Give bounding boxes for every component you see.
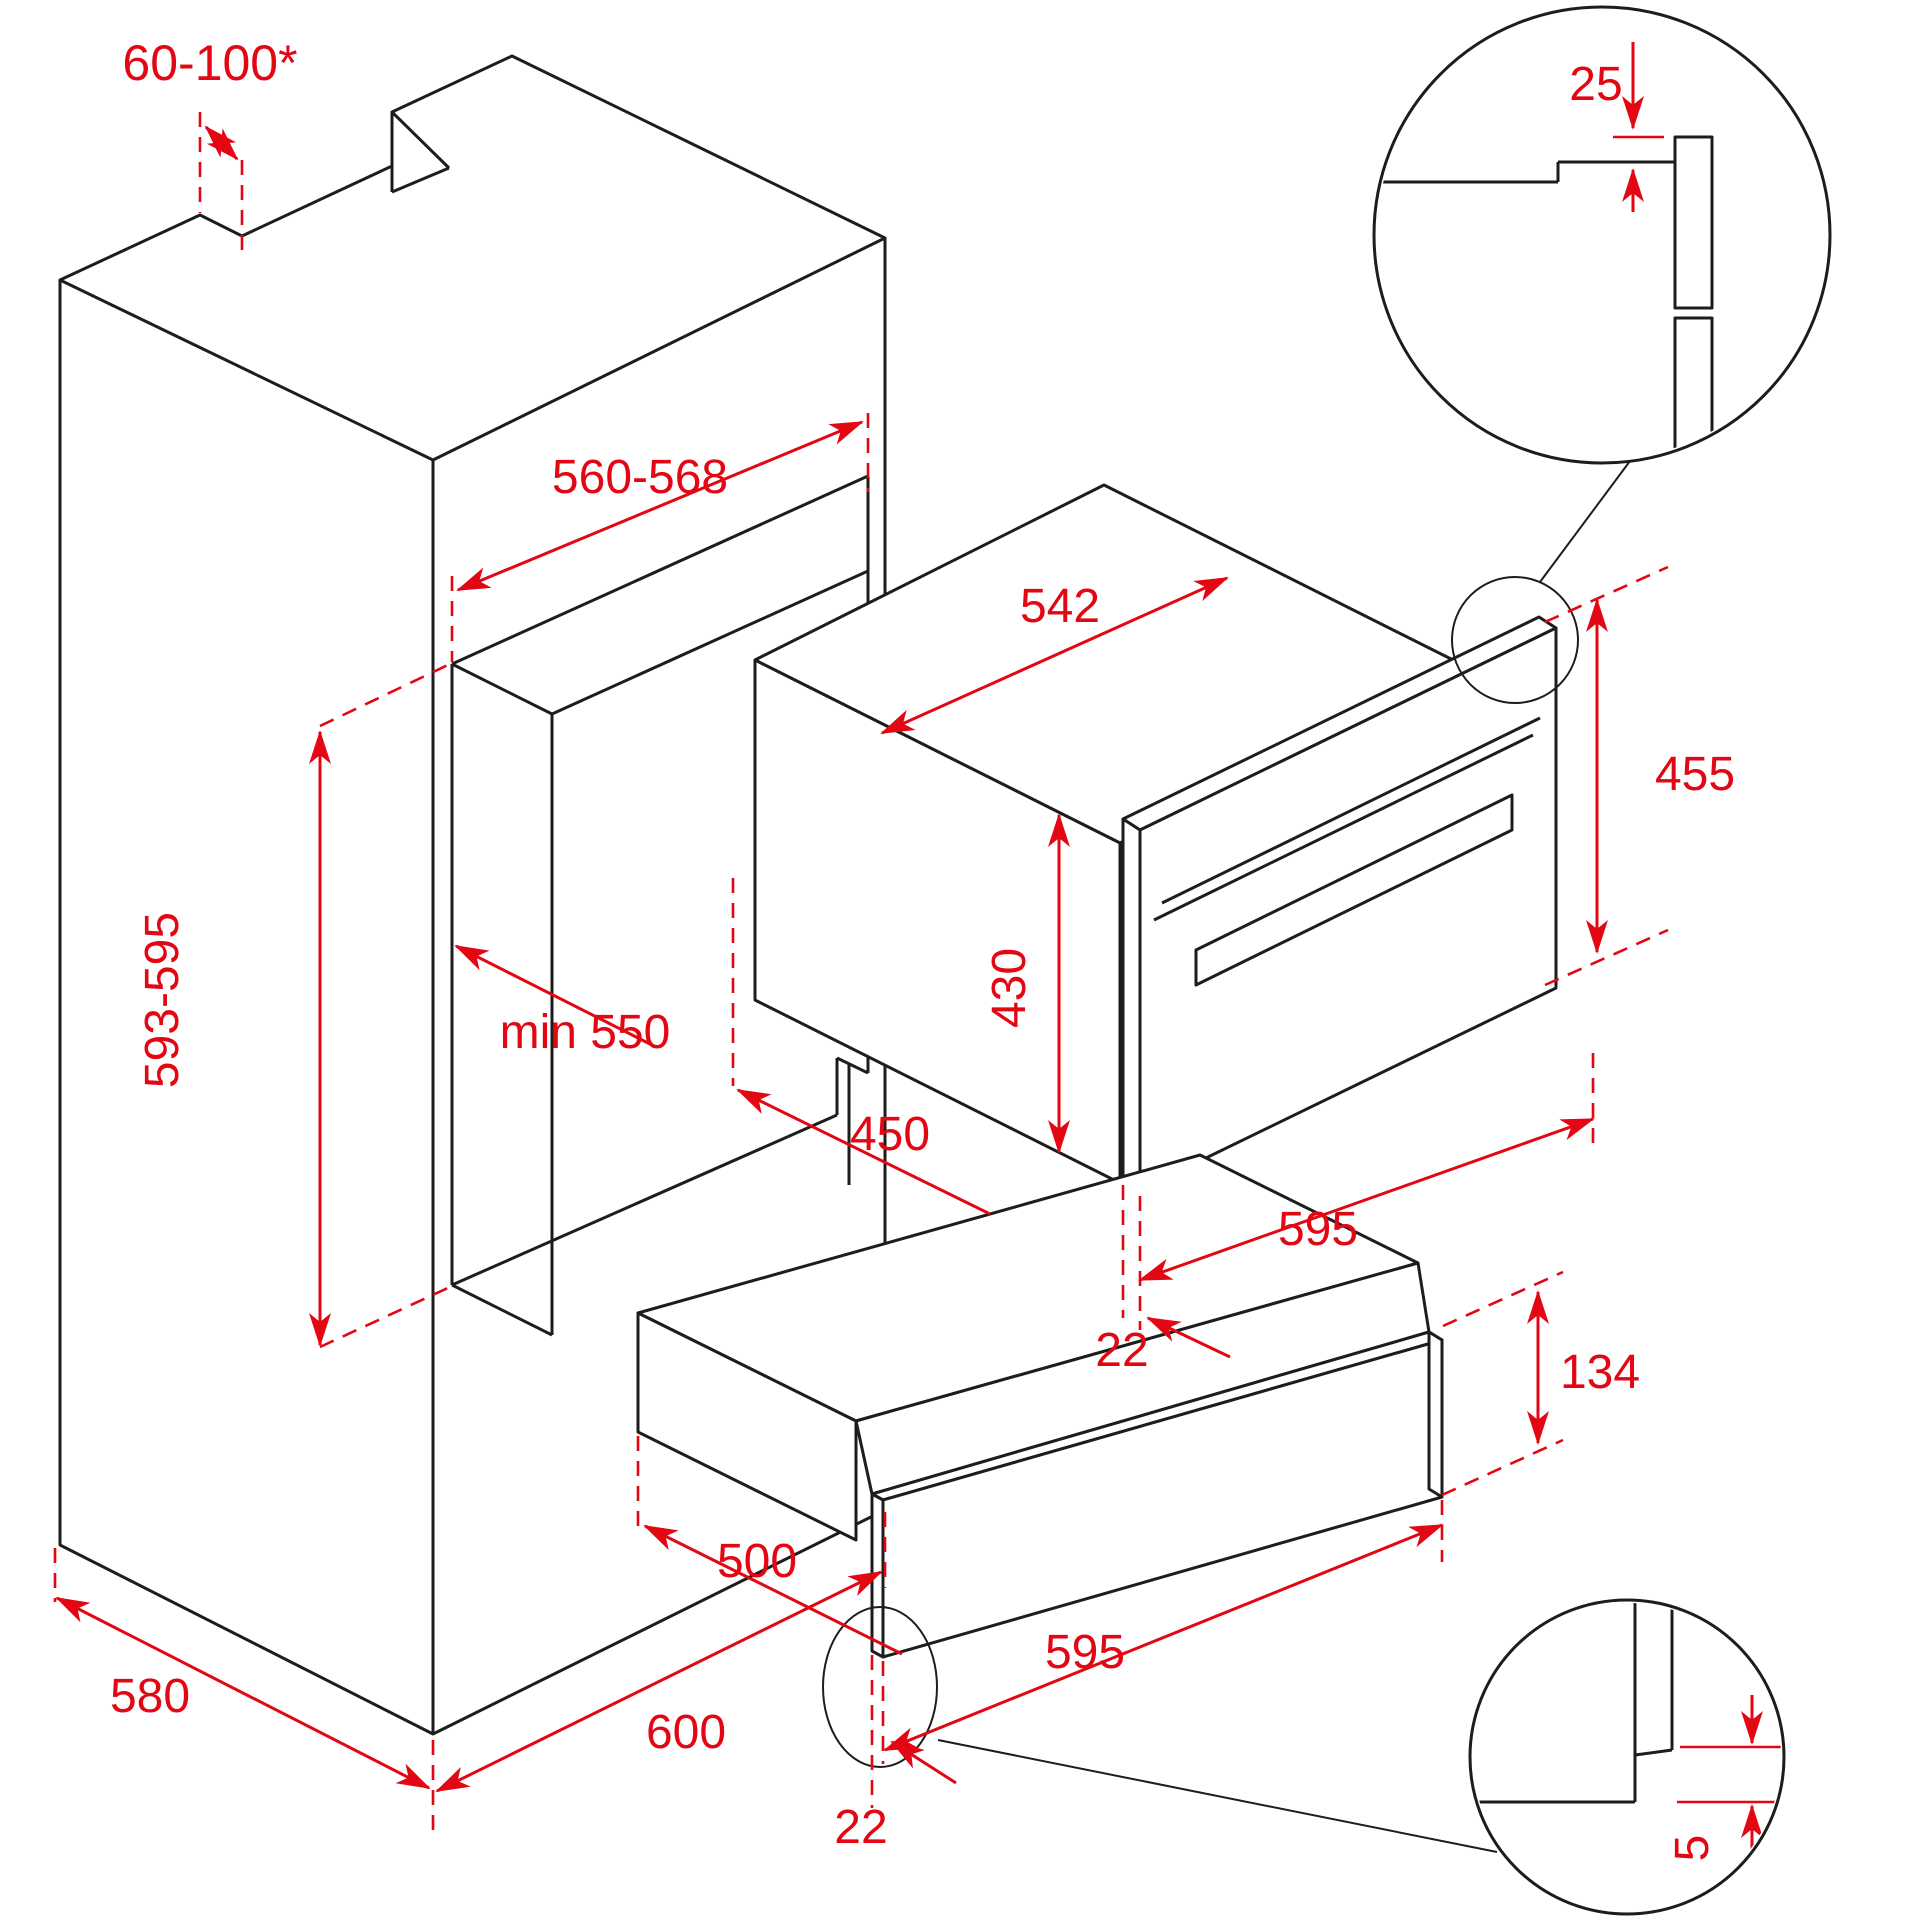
dim-niche-height-label: 593-595 — [136, 912, 189, 1088]
dim-oven-front-width: 595 — [1138, 1053, 1595, 1282]
dim-drawer-front-width-label: 595 — [1045, 1626, 1125, 1679]
detail-bottom-front-bottom — [1634, 1748, 1673, 1757]
dim-oven-body-height: 430 — [983, 813, 1070, 1154]
niche-shelf-front — [836, 1056, 869, 1075]
oven-handle-bar-bottom — [1153, 733, 1534, 922]
oven-handle-recess — [1194, 793, 1514, 987]
detail-circle-top-outline — [1372, 5, 1832, 465]
dim-drawer-front-thickness-label: 22 — [834, 1801, 887, 1854]
dim-drawer-depth-label: 500 — [717, 1535, 797, 1588]
dim-oven-body-width: 542 — [880, 576, 1229, 735]
vent-notch-edge-a — [390, 110, 451, 170]
dim-oven-body-width-label: 542 — [1020, 580, 1100, 633]
leader-to-top-detail — [1539, 460, 1631, 583]
dim-niche-depth: min 550 — [454, 944, 671, 1059]
dim-cabinet-depth-label: 580 — [110, 1670, 190, 1723]
detail-circle-bottom: 5 — [1468, 1598, 1786, 1916]
oven — [753, 483, 1579, 1192]
dim-vent-gap: 60-100* — [122, 35, 298, 256]
detail-circle-bottom-outline — [1468, 1598, 1786, 1916]
dim-drawer-front-height: 134 — [1441, 1270, 1640, 1497]
dim-niche-width-label: 560-568 — [552, 451, 728, 504]
dim-niche-depth-label: min 550 — [500, 1006, 671, 1059]
dim-cabinet-depth: 580 — [53, 1548, 435, 1838]
drawer-body-left-face — [636, 1311, 858, 1542]
detail-circle-top: 25 — [1372, 5, 1832, 465]
niche-inner-top-left — [451, 662, 553, 716]
dim-cabinet-width-label: 600 — [646, 1706, 726, 1759]
detail-top-door-section — [1673, 135, 1714, 310]
dim-oven-front-thickness-label: 22 — [1095, 1324, 1148, 1377]
dim-oven-front-thickness: 22 — [1095, 1185, 1231, 1377]
oven-handle-bar-top — [1161, 716, 1541, 905]
dim-25-label: 25 — [1569, 58, 1622, 111]
dim-niche-height: 593-595 — [136, 662, 451, 1349]
niche-inner-top-edge — [551, 569, 869, 716]
cabinet-top-front-left-edge — [59, 278, 434, 462]
dim-niche-width: 560-568 — [450, 413, 870, 662]
niche-inner-bottom-left — [451, 1283, 553, 1337]
leader-to-bottom-detail — [937, 1739, 1498, 1853]
dim-5-label: 5 — [1666, 1835, 1719, 1862]
dimension-annotations: 60-100* 560-568 593-595 min 550 542 — [53, 35, 1735, 1854]
detail-marker-oven-corner — [1451, 576, 1579, 704]
dim-drawer-front-width: 595 — [881, 1500, 1444, 1764]
dim-vent-gap-label: 60-100* — [122, 35, 297, 91]
dim-lower-recess-depth-label: 450 — [850, 1108, 930, 1161]
oven-door-left-strip — [1121, 817, 1142, 1192]
vent-notch-edge-b — [391, 166, 450, 194]
dim-cabinet-width: 600 — [435, 1512, 887, 1793]
dim-oven-body-height-label: 430 — [983, 948, 1036, 1028]
detail-top-lower-door-section — [1673, 316, 1714, 460]
dim-oven-front-height: 455 — [1544, 565, 1735, 987]
drawer-front-right-strip — [1427, 1330, 1444, 1499]
dim-drawer-front-height-label: 134 — [1560, 1346, 1640, 1399]
dim-oven-front-width-label: 595 — [1278, 1203, 1358, 1256]
dim-oven-front-height-label: 455 — [1655, 748, 1735, 801]
niche-bottom-edge — [451, 1113, 838, 1287]
dim-lower-recess-depth: 450 — [731, 878, 991, 1216]
